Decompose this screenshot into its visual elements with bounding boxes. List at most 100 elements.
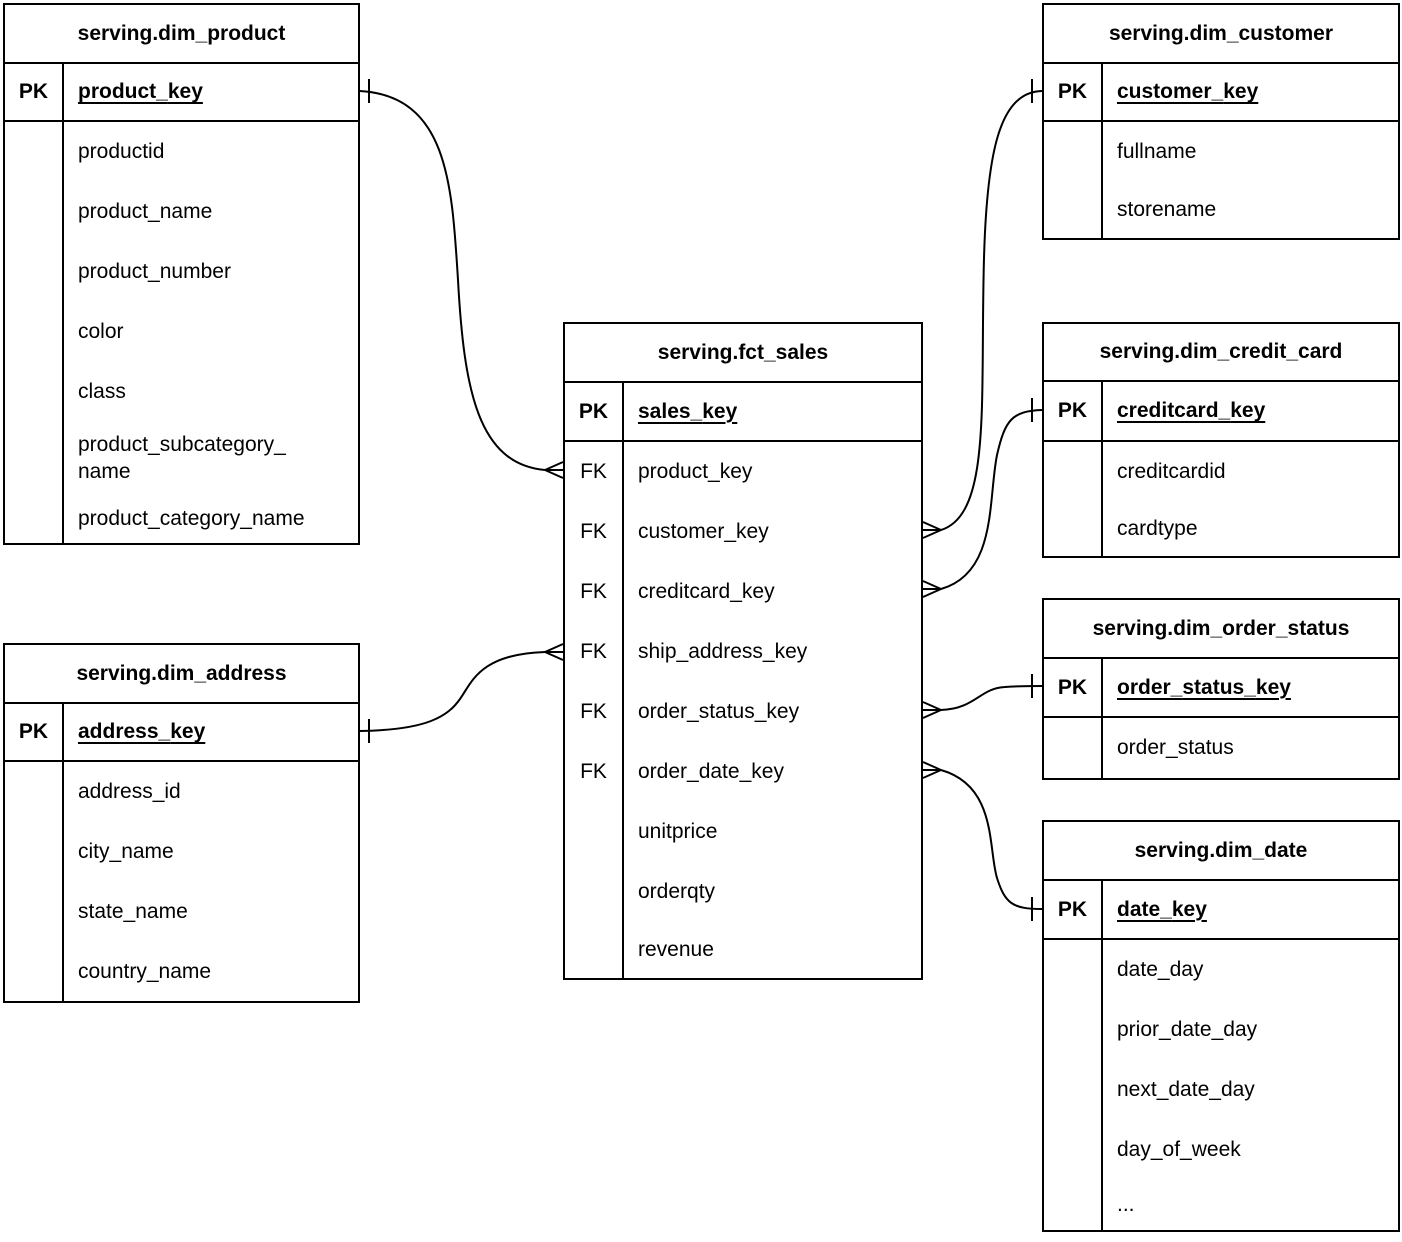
key-type-label [5,182,64,242]
field-name: storename [1103,182,1398,238]
field-row: date_day [1044,940,1398,1000]
field-row: unitprice [565,802,921,862]
entity-title: serving.dim_date [1044,822,1398,881]
field-text: country_name [78,959,212,983]
field-name: creditcardid [1103,442,1398,502]
entity-title-text: serving.dim_customer [1108,21,1334,45]
field-text: unitprice [638,820,718,844]
field-text: customer_key [1117,80,1259,104]
field-row: product_subcategory_name [5,422,358,494]
entity-title: serving.dim_product [5,5,358,64]
field-row: address_id [5,762,358,822]
field-text: storename [1117,198,1217,222]
key-type-label [1044,1120,1103,1180]
entity-title-text: serving.fct_sales [657,340,829,364]
field-row: FK order_date_key [565,742,921,802]
field-text: color [78,320,124,344]
relationship-fct_sales-dim_order_status[interactable] [922,674,1043,719]
field-row: state_name [5,882,358,942]
many-cardinality-crow-foot [922,701,942,719]
entity-title-text: serving.dim_credit_card [1099,340,1343,363]
field-text: product_category_name [78,506,305,530]
field-name: product_number [64,242,358,302]
primary-key-field-name: date_key [1103,881,1398,938]
field-name: day_of_week [1103,1120,1398,1180]
key-type-label-pk: PK [1044,382,1103,440]
field-row: product_name [5,182,358,242]
field-name: unitprice [624,802,921,862]
key-type-label: FK [565,562,624,622]
entity-title: serving.fct_sales [565,324,921,383]
entity-title-text: serving.dim_order_status [1092,616,1350,640]
key-type-label [5,822,64,882]
field-row: creditcardid [1044,442,1398,502]
relationship-line [359,651,546,732]
field-text: revenue [638,938,714,962]
key-type-label [5,942,64,1001]
key-type-label: FK [565,502,624,562]
field-text: order_date_key [638,760,784,784]
key-type-label-pk: PK [1044,659,1103,716]
key-type-label [5,494,64,543]
key-type-label [5,362,64,422]
field-row: class [5,362,358,422]
field-name: state_name [64,882,358,942]
field-name: product_key [624,442,921,502]
relationship-fct_sales-dim_credit_card[interactable] [922,398,1043,598]
relationship-dim_address-fct_sales[interactable] [359,643,564,743]
entity-title: serving.dim_order_status [1044,600,1398,659]
field-name: revenue [624,922,921,978]
field-text: date_day [1117,958,1204,982]
field-name: order_status_key [624,682,921,742]
key-type-label [5,762,64,822]
key-type-label-pk: PK [1044,881,1103,938]
field-text: address_key [78,720,206,744]
relationship-line [940,685,1043,711]
field-text: product_subcategory_name [78,432,286,483]
key-type-label [5,242,64,302]
key-type-label [1044,1000,1103,1060]
many-cardinality-crow-foot [544,461,564,479]
field-text: next_date_day [1117,1078,1255,1102]
field-text: product_key [638,460,753,484]
field-name: fullname [1103,122,1398,182]
field-row: color [5,302,358,362]
relationship-fct_sales-dim_date[interactable] [922,761,1043,921]
field-name: productid [64,122,358,182]
key-type-label-pk: PK [565,383,624,440]
relationship-line [359,90,546,471]
relationship-fct_sales-dim_customer[interactable] [922,79,1043,539]
field-text: product_name [78,200,213,224]
key-type-label [1044,718,1103,778]
field-text: creditcardid [1117,460,1226,484]
field-name: city_name [64,822,358,882]
primary-key-field-name: product_key [64,64,358,120]
relationship-dim_product-fct_sales[interactable] [359,79,564,479]
entity-title: serving.dim_address [5,645,358,704]
key-type-label: FK [565,742,624,802]
field-text: order_status [1117,736,1234,760]
field-name: order_date_key [624,742,921,802]
field-row: order_status [1044,718,1398,778]
field-text: day_of_week [1117,1138,1241,1162]
field-row: revenue [565,922,921,978]
field-name: creditcard_key [624,562,921,622]
field-row: country_name [5,942,358,1001]
field-row: product_category_name [5,494,358,543]
primary-key-field-name: address_key [64,704,358,760]
key-type-label [5,302,64,362]
